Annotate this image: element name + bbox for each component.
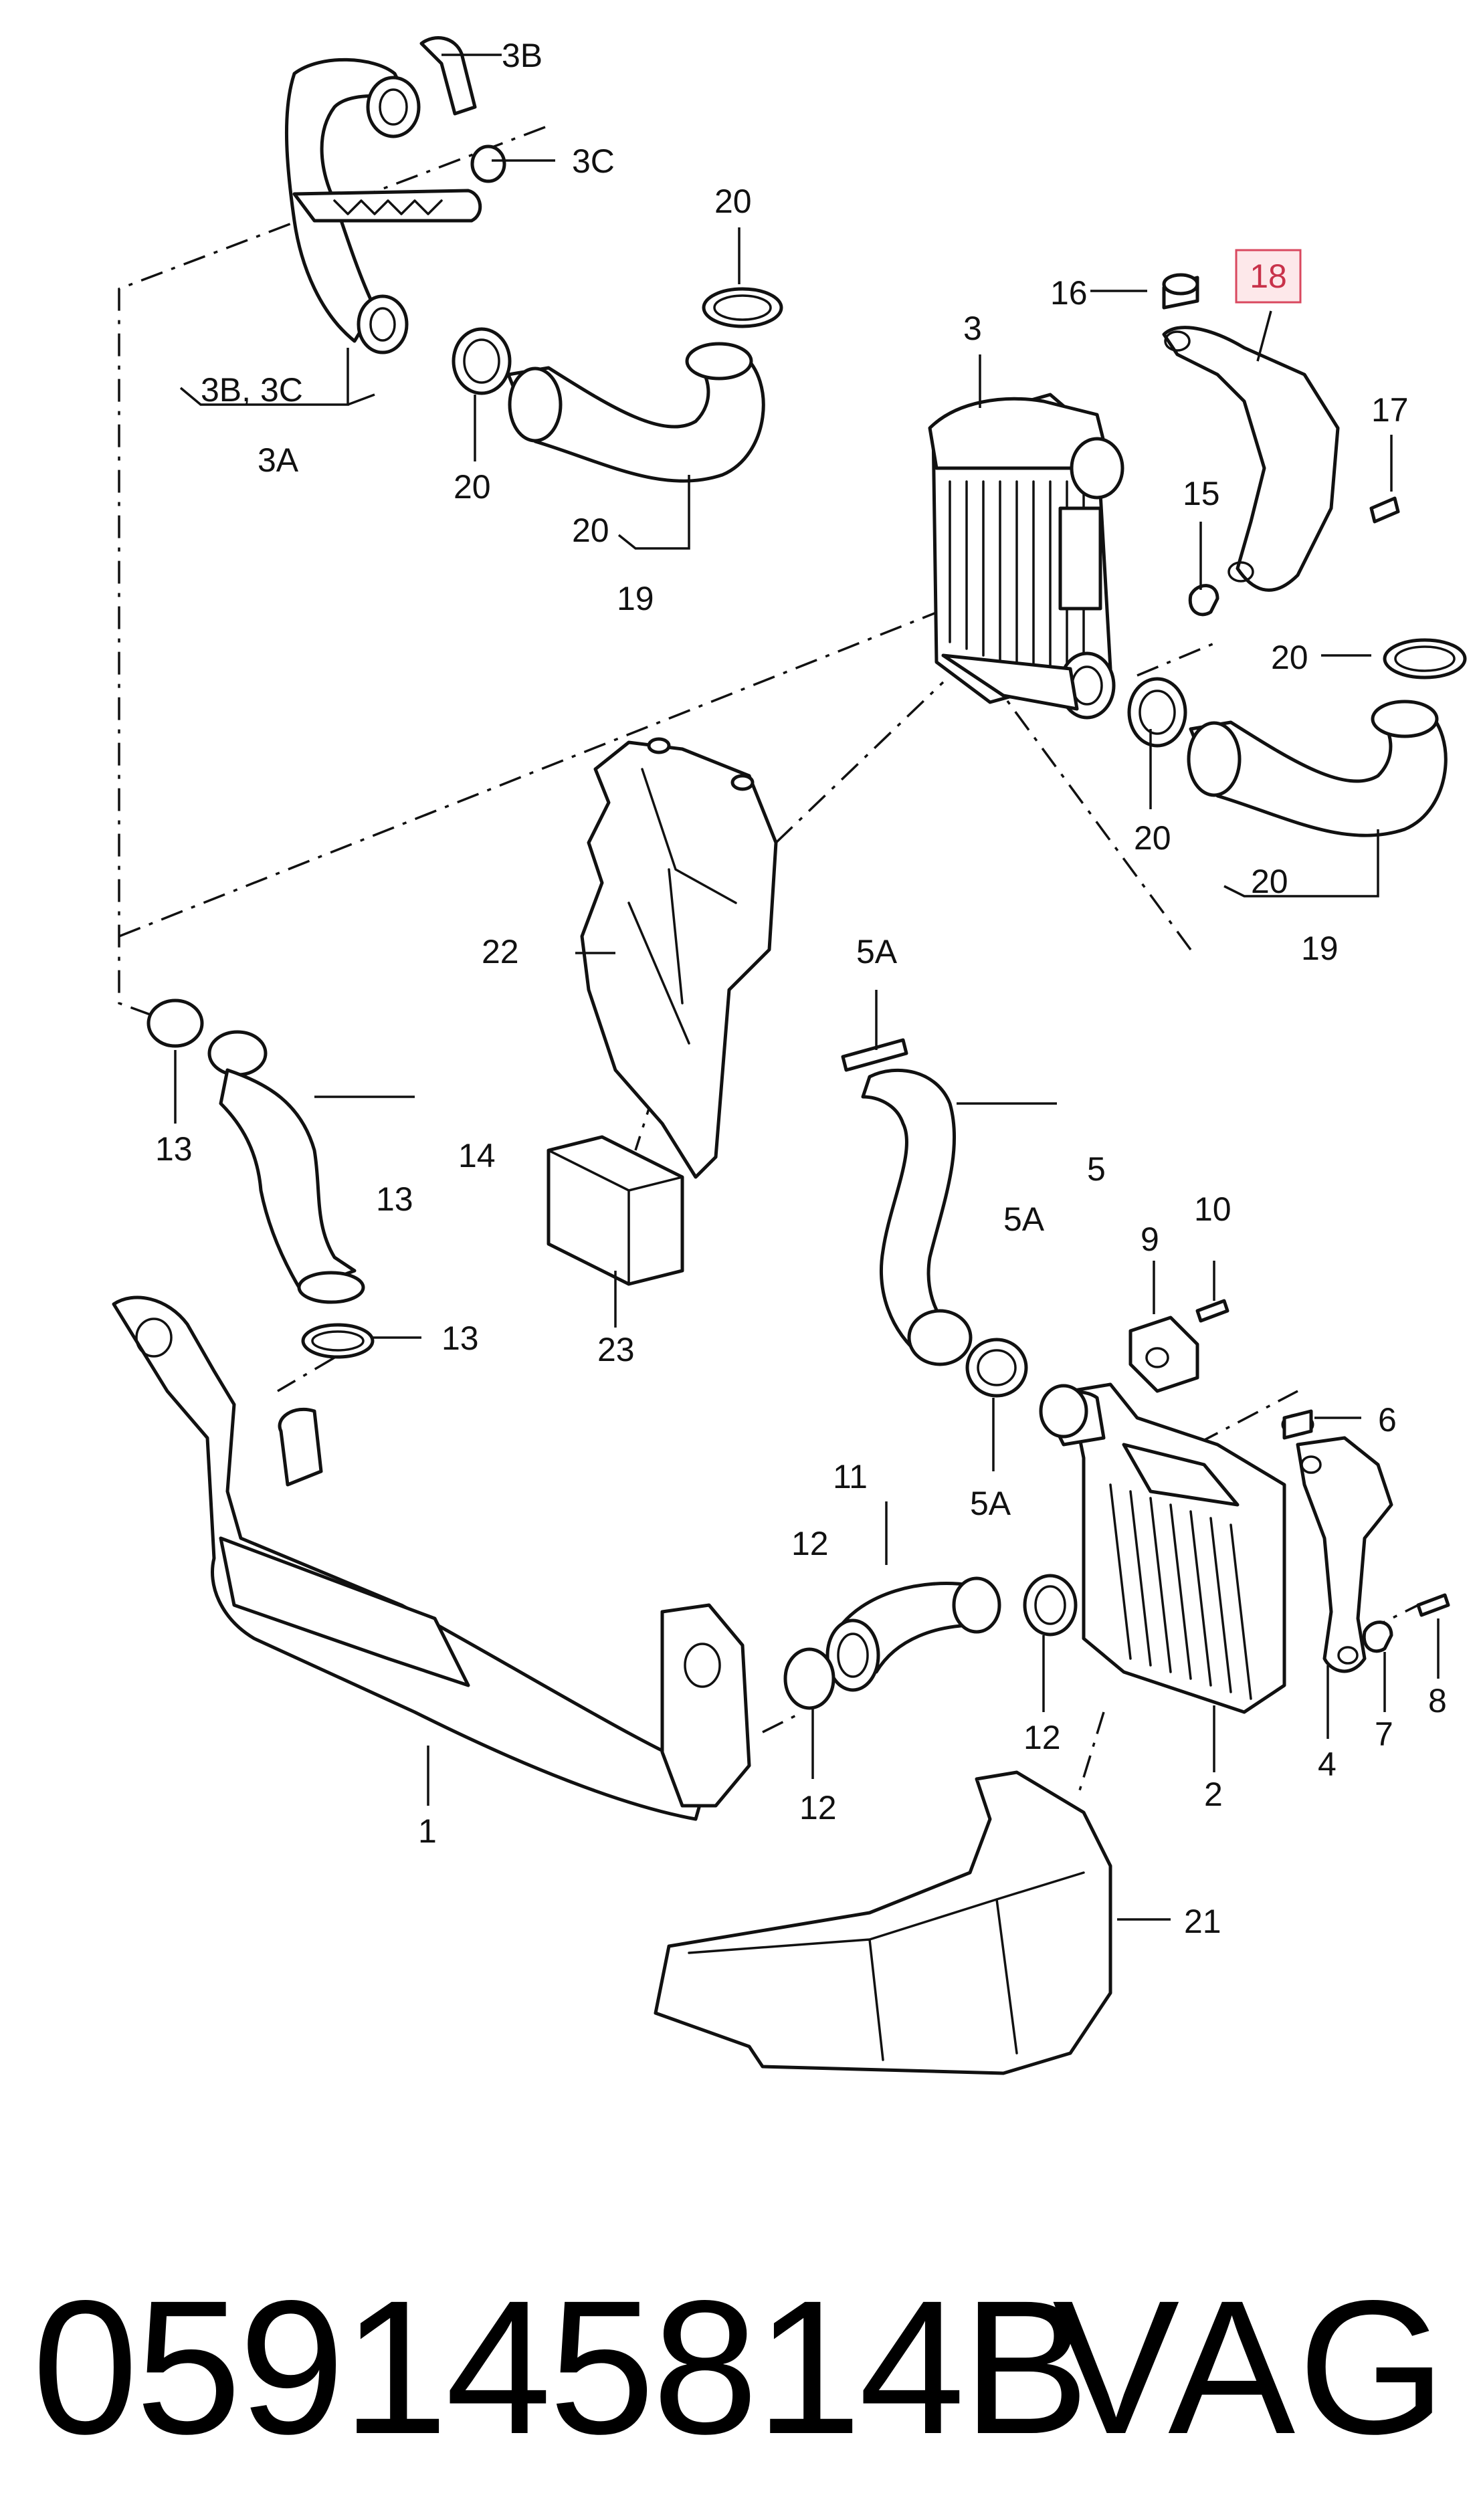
intercooler-3	[928, 393, 1124, 720]
pipe-1	[112, 1295, 751, 1821]
label-7[interactable]: 7	[1375, 1715, 1393, 1753]
part-number: 059145814B	[32, 2261, 1090, 2474]
label-5a-a[interactable]: 5A	[856, 933, 898, 970]
label-19-a[interactable]: 19	[617, 580, 654, 617]
hose-5	[841, 1038, 1028, 1398]
hose-19-right	[1127, 638, 1467, 837]
label-6[interactable]: 6	[1378, 1401, 1397, 1439]
label-20-e[interactable]: 20	[1134, 819, 1171, 857]
label-9[interactable]: 9	[1141, 1221, 1159, 1258]
label-21[interactable]: 21	[1184, 1903, 1221, 1940]
label-20-b[interactable]: 20	[454, 468, 491, 506]
label-12-a[interactable]: 12	[791, 1525, 829, 1562]
label-23[interactable]: 23	[597, 1331, 635, 1368]
hose-14	[146, 999, 375, 1359]
leader-lines	[174, 54, 1440, 1921]
bracket-4	[1281, 1409, 1450, 1673]
pipe-assembly-3a	[284, 36, 506, 354]
label-19-b[interactable]: 19	[1301, 930, 1339, 967]
bracket-18	[1162, 273, 1400, 617]
label-20-d[interactable]: 20	[1271, 639, 1308, 676]
label-14[interactable]: 14	[458, 1137, 496, 1174]
label-1[interactable]: 1	[418, 1812, 437, 1850]
hose-11	[783, 1574, 1078, 1710]
label-2[interactable]: 2	[1204, 1776, 1223, 1813]
part-labels: 3B 3C 3B, 3C 3A 20 20 20 19 3 16 17 15 2…	[155, 37, 1447, 1940]
label-3b-3c[interactable]: 3B, 3C	[201, 371, 303, 409]
air-duct-22	[580, 737, 778, 1179]
hose-19-top	[452, 287, 783, 483]
label-20-a[interactable]: 20	[714, 183, 752, 220]
label-10[interactable]: 10	[1194, 1190, 1231, 1228]
intercooler-2	[1039, 1382, 1286, 1714]
label-22[interactable]: 22	[482, 933, 519, 970]
label-16[interactable]: 16	[1050, 274, 1088, 312]
foam-block-23	[547, 1135, 684, 1286]
label-8[interactable]: 8	[1428, 1682, 1447, 1719]
label-13-a[interactable]: 13	[155, 1130, 193, 1168]
label-3c[interactable]: 3C	[572, 142, 615, 180]
footer: 059145814B VAG	[0, 2267, 1479, 2468]
label-17[interactable]: 17	[1371, 391, 1409, 429]
label-12-c[interactable]: 12	[799, 1789, 837, 1826]
label-5[interactable]: 5	[1087, 1150, 1106, 1188]
brand-name: VAG	[1052, 2261, 1449, 2474]
label-5a-c[interactable]: 5A	[970, 1485, 1011, 1522]
label-3a[interactable]: 3A	[258, 441, 299, 479]
label-13-c[interactable]: 13	[441, 1320, 479, 1357]
sensor-9	[1128, 1299, 1229, 1393]
label-5a-b[interactable]: 5A	[1003, 1200, 1045, 1238]
air-duct-21	[654, 1770, 1112, 2075]
label-3b[interactable]: 3B	[502, 37, 543, 74]
label-20-f[interactable]: 20	[1251, 863, 1288, 900]
label-3[interactable]: 3	[963, 310, 982, 347]
highlight-box-18	[1235, 249, 1302, 304]
label-11[interactable]: 11	[833, 1458, 868, 1495]
label-15[interactable]: 15	[1183, 475, 1220, 512]
label-18[interactable]: 18	[1250, 257, 1287, 295]
label-12-b[interactable]: 12	[1023, 1719, 1061, 1756]
label-13-b[interactable]: 13	[376, 1180, 413, 1218]
label-4[interactable]: 4	[1318, 1746, 1337, 1783]
label-20-c[interactable]: 20	[572, 512, 609, 549]
